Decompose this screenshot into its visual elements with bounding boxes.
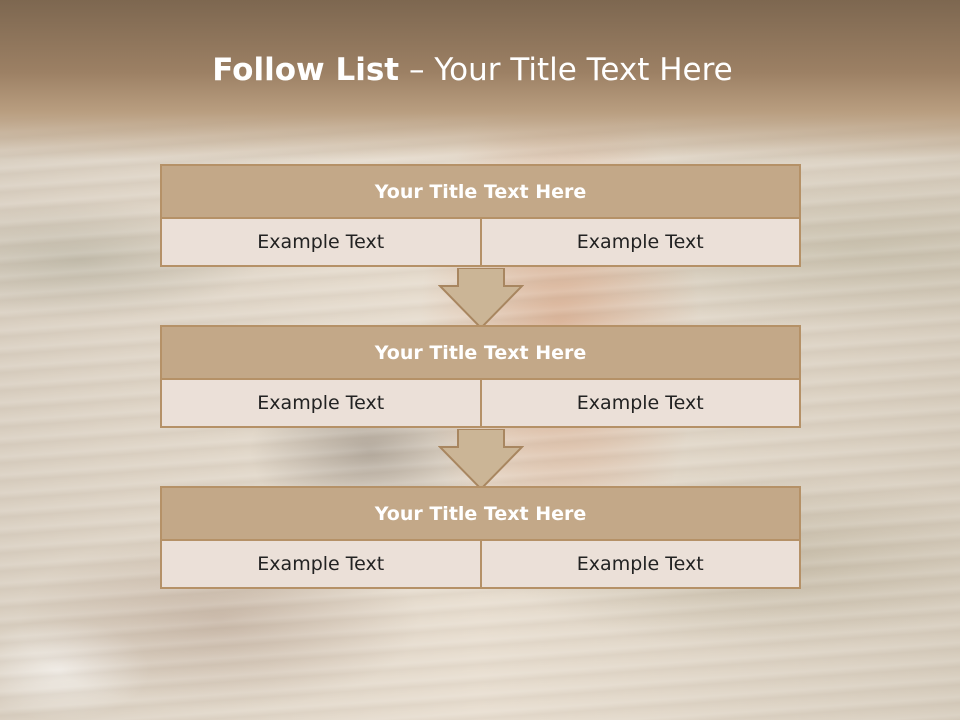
list-group-3: Your Title Text Here Example Text Exampl…	[160, 486, 801, 589]
group-row: Example Text Example Text	[160, 217, 801, 267]
list-group-1: Your Title Text Here Example Text Exampl…	[160, 164, 801, 267]
title-bar	[0, 0, 960, 160]
slide-title-rest: – Your Title Text Here	[408, 52, 733, 88]
group-row: Example Text Example Text	[160, 539, 801, 589]
group-cell-right: Example Text	[479, 378, 801, 428]
slide-title: Follow List – Your Title Text Here	[0, 52, 945, 88]
slide-title-bold: Follow List	[212, 52, 400, 88]
list-group-2: Your Title Text Here Example Text Exampl…	[160, 325, 801, 428]
down-arrow-icon	[438, 268, 524, 330]
group-title: Your Title Text Here	[160, 164, 801, 219]
group-row: Example Text Example Text	[160, 378, 801, 428]
group-cell-left: Example Text	[160, 378, 482, 428]
group-cell-left: Example Text	[160, 217, 482, 267]
group-title: Your Title Text Here	[160, 486, 801, 541]
down-arrow-icon	[438, 429, 524, 491]
group-cell-right: Example Text	[479, 217, 801, 267]
group-cell-left: Example Text	[160, 539, 482, 589]
group-title: Your Title Text Here	[160, 325, 801, 380]
group-cell-right: Example Text	[479, 539, 801, 589]
